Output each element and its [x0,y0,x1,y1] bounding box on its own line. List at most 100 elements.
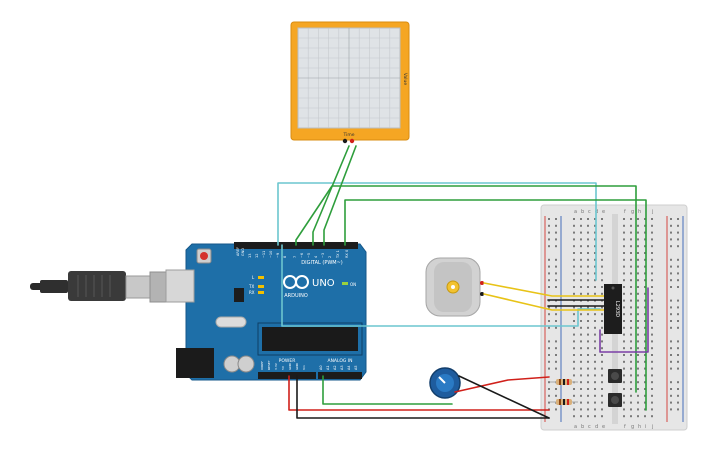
pin-label: 7 [293,256,297,258]
pin-label: ~9 [276,253,280,258]
resistors[interactable] [550,379,578,405]
column-letter-h: h [638,424,641,430]
push-button[interactable] [608,369,622,383]
motor-terminal-red[interactable] [480,281,484,285]
oscilloscope[interactable]: Time Value [290,21,410,144]
led-rx [258,291,264,294]
column-letter-j: j [651,209,653,215]
led-on [342,282,348,285]
pin-label: A0 [319,365,323,370]
led-tx [258,285,264,288]
wire-red[interactable] [288,375,550,411]
aref-label: AREF [236,247,240,256]
chip-socket [257,322,363,356]
wires[interactable] [277,145,649,419]
wire-cyan[interactable] [281,244,601,327]
wire-purple[interactable] [599,287,649,353]
driver-ic[interactable]: L293D [604,284,622,334]
column-letter-e: e [602,209,605,215]
column-letter-a: a [574,209,577,215]
pin-label: A4 [347,365,351,370]
pin-label: TX 1 [336,250,340,259]
pin-label: 12 [255,254,259,258]
wire-green[interactable] [312,145,350,246]
arduino-model: UNO [312,278,335,289]
resistor[interactable] [550,379,578,385]
arduino-infinity-icon [283,275,309,289]
power-jack [176,348,214,378]
push-button[interactable] [608,393,622,407]
pin-label: 2 [328,256,332,258]
column-letter-e: e [602,424,605,430]
push-button-cap-icon [611,372,619,380]
on-label: ON [350,282,356,287]
power-header[interactable] [258,372,316,379]
digital-label: DIGITAL (PWM~) [301,260,343,266]
oscilloscope-probe-positive[interactable] [349,138,355,144]
pin-label: ~10 [269,251,273,258]
breadboard-holes [548,218,679,418]
column-letter-h: h [638,209,641,215]
gnd-label: GND [241,248,245,256]
pin-label: RESET [267,360,271,370]
l-label: L [252,275,255,280]
wire-yellow[interactable] [483,293,605,311]
atmega-chip [262,327,358,351]
pin-label: ~11 [262,251,266,258]
column-letter-c: c [588,209,591,215]
pin-label: 5V [281,365,285,370]
usb-jack [165,269,195,303]
analog-pin-labels: A0 A1 A2 A3 A4 A5 [319,365,358,370]
wire-cyan[interactable] [277,182,597,281]
pin-label: A1 [326,365,330,370]
pin-label: ~5 [307,253,311,258]
resistor[interactable] [550,399,578,405]
column-letter-f: f [624,424,626,430]
pin-label: ~3 [321,253,325,258]
driver-ic-label: L293D [614,301,620,317]
column-letter-a: a [574,424,577,430]
push-button-cap-icon [611,396,619,404]
column-letter-b: b [581,424,584,430]
rx-label: RX [249,290,255,295]
wire-black[interactable] [458,375,550,419]
dc-motor[interactable] [425,257,484,317]
analog-header[interactable] [318,372,362,379]
pin-label: A2 [333,365,337,370]
pin-label: IOREF [260,361,264,370]
wire-red[interactable] [454,376,550,393]
arduino-brand: ARDUINO [284,293,308,299]
motor-terminal-black[interactable] [480,292,484,296]
wire-black[interactable] [296,375,550,419]
pin-label: GND [288,362,292,370]
oscilloscope-y-label: Value [402,73,408,86]
digital-pin-labels: 13 12 ~11 ~10 ~9 8 7 ~6 ~5 4 ~3 2 TX 1 R… [248,250,349,259]
pin-label: 3.3V [274,362,278,370]
usb-cable[interactable] [30,271,167,303]
column-letter-g: g [631,209,634,215]
power-pin-labels: IOREF RESET 3.3V 5V GND GND Vin [260,360,306,370]
usb-grip-icon [77,275,111,297]
pin-label: ~6 [300,253,304,258]
pin-label: Vin [302,365,306,370]
column-letter-d: d [595,424,598,430]
wire-yellow[interactable] [483,282,605,297]
oscilloscope-probe-negative[interactable] [342,138,348,144]
column-letter-g: g [631,424,634,430]
column-letter-b: b [581,209,584,215]
reset-button-cap [200,252,208,260]
arduino-uno[interactable]: ARDUINO UNO DIGITAL (PWM~) POWER ANALOG … [165,242,367,381]
wire-green[interactable] [322,375,453,405]
wire-green[interactable] [323,145,357,246]
potentiometer[interactable] [429,367,461,399]
breadboard-column-letters-bottom: a b c d e f g h i j [574,424,653,430]
tx-label: TX [248,284,254,289]
capacitor-icon [237,355,255,373]
pin-label: RX 0 [345,250,349,258]
pin-label: GND [295,362,299,370]
oscilloscope-grid [298,28,400,128]
wire-green[interactable] [344,199,647,411]
pin-label: 4 [314,255,318,258]
pin-label: A5 [354,365,358,370]
